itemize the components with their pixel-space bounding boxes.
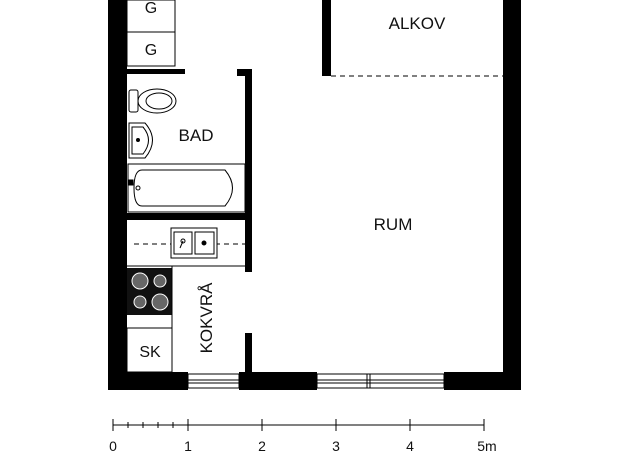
scale-tick-5: 5m <box>477 438 496 454</box>
scale-tick-4: 4 <box>406 438 414 454</box>
kitchen-right-wall-stub <box>245 333 252 372</box>
kitchen-sink <box>170 227 218 259</box>
wardrobes <box>126 0 176 67</box>
scale-bar <box>112 419 485 431</box>
scale-tick-2: 2 <box>258 438 266 454</box>
bathroom-bottom-wall <box>127 213 252 220</box>
wardrobe-bottom <box>126 31 176 67</box>
bathroom-right-wall <box>245 69 252 272</box>
bathtub <box>127 163 246 213</box>
toilet <box>128 88 177 114</box>
storage-cabinet <box>126 327 173 373</box>
bottom-wall-middle <box>239 372 317 390</box>
bottom-wall-left <box>108 372 188 390</box>
room-label-alkov: ALKOV <box>389 14 446 33</box>
washbasin <box>128 122 153 159</box>
right-outer-wall <box>503 0 521 390</box>
room-label-bad: BAD <box>179 126 214 145</box>
scale-tick-0: 0 <box>109 438 117 454</box>
windows <box>187 373 445 389</box>
wardrobe-label-top: G <box>145 0 157 17</box>
scale-tick-1: 1 <box>184 438 192 454</box>
outer-walls <box>108 0 521 390</box>
window-kitchen <box>187 373 240 389</box>
room-label-kokvra: KOKVRÅ <box>197 282 216 354</box>
bathroom-top-wall <box>127 69 185 74</box>
wardrobe-label-bottom: G <box>145 42 157 59</box>
scale-tick-3: 3 <box>332 438 340 454</box>
left-outer-wall <box>108 0 127 390</box>
bathroom-top-wall-stub <box>237 69 251 76</box>
alkov-wall <box>322 0 331 76</box>
storage-label: SK <box>139 344 161 361</box>
stove <box>127 268 172 315</box>
room-label-rum: RUM <box>374 215 413 234</box>
interior-walls <box>127 0 331 372</box>
window-room <box>316 373 445 389</box>
bottom-wall-right <box>444 372 521 390</box>
